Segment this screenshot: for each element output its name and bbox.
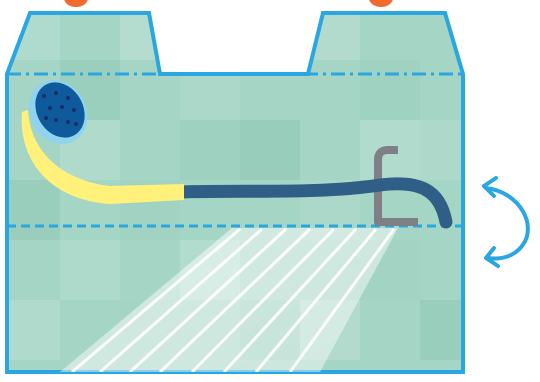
shower-handle xyxy=(21,110,184,204)
shower-head-icon xyxy=(28,80,88,144)
orange-handle-right xyxy=(369,0,393,7)
wall-hook-icon xyxy=(374,146,418,226)
rotate-arrows-icon xyxy=(482,176,530,268)
orange-handle-left xyxy=(64,0,88,7)
water-stream xyxy=(60,227,398,372)
hose-icon xyxy=(175,177,453,229)
